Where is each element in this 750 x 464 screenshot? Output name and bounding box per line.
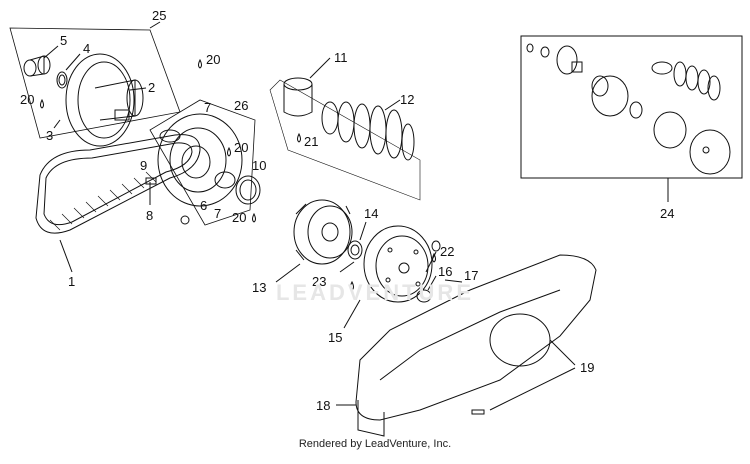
- assembly-24-parts: [526, 43, 731, 175]
- callout-26: 26: [234, 98, 248, 113]
- screw-part: [180, 215, 190, 225]
- washer-14-part: [347, 240, 363, 260]
- leader-3: [53, 119, 61, 129]
- callout-20: 20: [20, 92, 34, 107]
- nut-16-part: [416, 289, 432, 303]
- oil-drop-icon: [252, 212, 256, 223]
- callout-12: 12: [400, 92, 414, 107]
- leader-16: [427, 275, 437, 291]
- callout-3: 3: [46, 128, 53, 143]
- callout-22: 22: [440, 244, 454, 259]
- leader-5: [43, 45, 59, 59]
- group-box-12: [269, 79, 421, 201]
- ring-4-part: [56, 71, 68, 89]
- callout-13: 13: [252, 280, 266, 295]
- callout-9: 9: [140, 158, 147, 173]
- oil-drop-icon: [40, 98, 44, 109]
- leader-1: [59, 239, 73, 273]
- callout-16: 16: [438, 264, 452, 279]
- leader-19a: [549, 339, 576, 366]
- screw-17-part: [471, 409, 485, 415]
- leader-14: [359, 221, 367, 241]
- oil-drop-icon: [297, 132, 301, 143]
- leader-23: [339, 261, 355, 273]
- callout-2: 2: [148, 80, 155, 95]
- leader-25: [149, 21, 161, 29]
- drive-belt-1-part: [35, 134, 201, 234]
- leader-11: [309, 57, 331, 79]
- callout-20: 20: [234, 140, 248, 155]
- leader-4: [65, 53, 81, 71]
- group-box-24: [520, 35, 743, 179]
- callout-19: 19: [580, 360, 594, 375]
- callout-21: 21: [304, 134, 318, 149]
- pulley-half-2-part: [65, 53, 144, 147]
- callout-10: 10: [252, 158, 266, 173]
- callout-23: 23: [312, 274, 326, 289]
- callout-7: 7: [204, 100, 211, 115]
- leader-12: [384, 99, 401, 111]
- group-box-26: [149, 99, 256, 226]
- leader-15: [343, 299, 361, 329]
- leader-13: [275, 263, 301, 283]
- callout-20: 20: [206, 52, 220, 67]
- leader-17: [444, 279, 463, 283]
- spring-10-part: [235, 175, 261, 205]
- callout-6: 6: [200, 198, 207, 213]
- washer-22-part: [431, 240, 441, 252]
- callout-8: 8: [146, 208, 153, 223]
- driven-pulley-26-part: [157, 113, 243, 207]
- callout-5: 5: [60, 33, 67, 48]
- callout-7: 7: [214, 206, 221, 221]
- oil-drop-icon: [198, 58, 202, 69]
- bushing-5-part: [23, 55, 51, 77]
- oil-drop-icon: [350, 280, 354, 291]
- callout-14: 14: [364, 206, 378, 221]
- footer-credit: Rendered by LeadVenture, Inc.: [298, 438, 452, 450]
- callout-20: 20: [232, 210, 246, 225]
- spring-12-part: [321, 101, 415, 161]
- clutch-13-part: [293, 199, 353, 265]
- callout-25: 25: [152, 8, 166, 23]
- oil-drop-icon: [432, 252, 436, 263]
- callout-1: 1: [68, 274, 75, 289]
- callout-11: 11: [334, 50, 348, 65]
- clutch-bell-15-part: [363, 225, 433, 303]
- leader-19b: [489, 367, 576, 411]
- callout-15: 15: [328, 330, 342, 345]
- watermark: LEADVENTURE: [275, 280, 474, 305]
- oil-drop-icon: [227, 146, 231, 157]
- pin-8-part: [145, 177, 157, 185]
- callout-17: 17: [464, 268, 478, 283]
- leader-2: [129, 87, 147, 91]
- callout-4: 4: [83, 41, 90, 56]
- callout-18: 18: [316, 398, 330, 413]
- callout-24: 24: [660, 206, 674, 221]
- cup-11-part: [283, 77, 313, 117]
